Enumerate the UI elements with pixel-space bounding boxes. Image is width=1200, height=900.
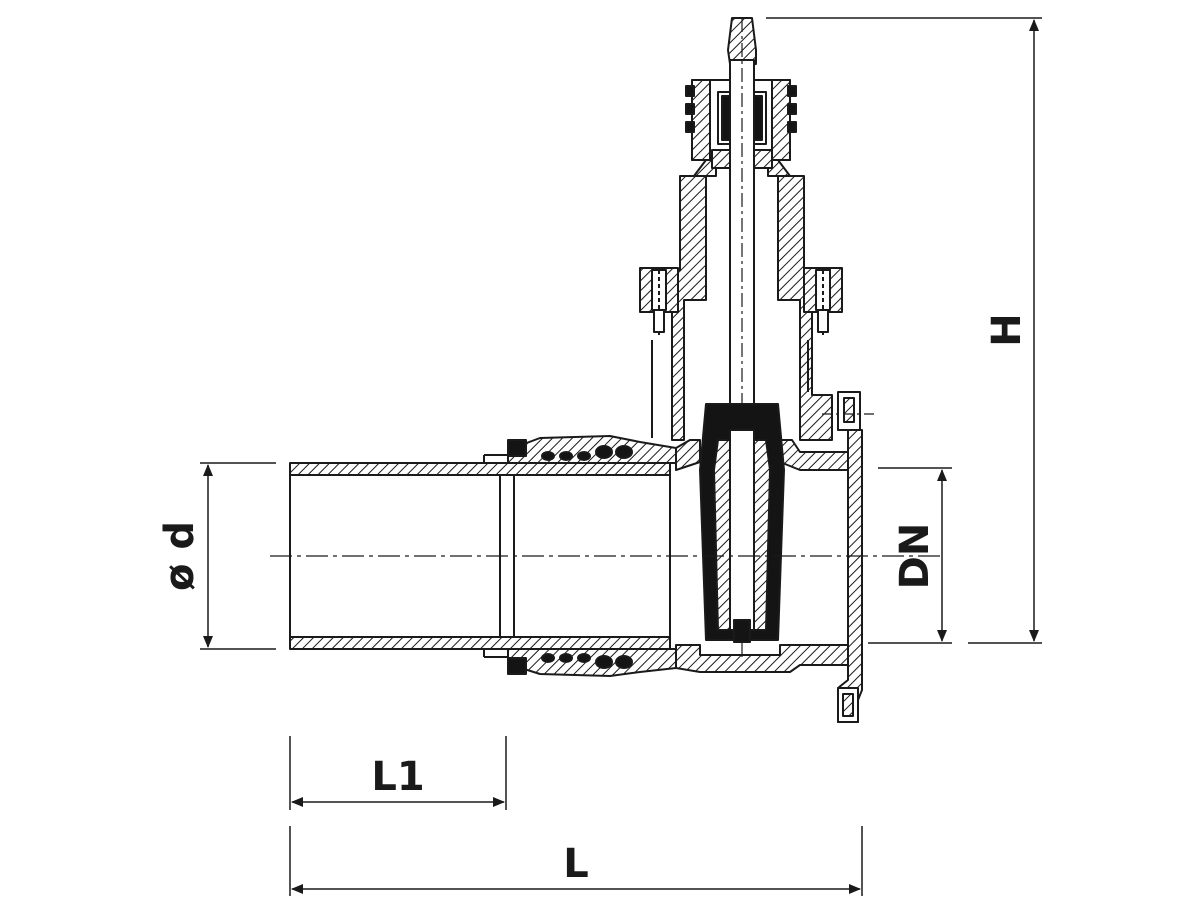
- dimension-lines: [200, 17, 1042, 896]
- socket-collar-bottom: [507, 648, 677, 677]
- pipe-spigot: [289, 462, 671, 650]
- socket-nut-bottom: [507, 657, 527, 675]
- dim-l1-label: L1: [371, 754, 424, 800]
- socket-collar-top: [507, 435, 677, 464]
- flange-right: [837, 429, 863, 723]
- body-wall-bottom: [675, 644, 861, 673]
- grip-ring-bottom: [541, 653, 633, 669]
- center-lines: [270, 413, 940, 557]
- dim-h-label: H: [984, 313, 1030, 346]
- body-wall-top: [675, 439, 701, 471]
- stem-housing-knurl: [685, 85, 797, 133]
- dim-d-label: ø d: [157, 521, 203, 591]
- socket-nut-top: [507, 439, 527, 457]
- stem-top-cap: [727, 17, 757, 65]
- grip-ring-top: [541, 445, 633, 461]
- bonnet-bolt-right: [803, 267, 843, 335]
- bonnet-bolt-left: [639, 267, 679, 335]
- stem-housing-left: [691, 79, 711, 161]
- valve-body: [289, 17, 863, 723]
- dim-l-label: L: [563, 841, 589, 887]
- stem-housing-right: [771, 79, 791, 161]
- dim-dn-label: DN: [892, 523, 938, 590]
